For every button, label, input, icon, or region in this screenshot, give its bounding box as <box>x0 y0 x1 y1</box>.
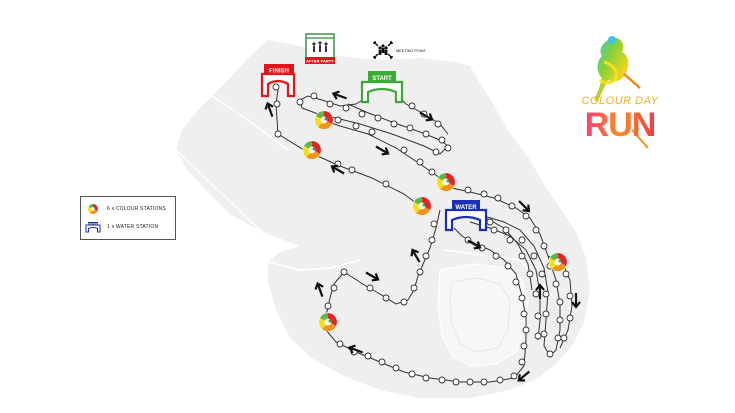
water-label: WATER <box>455 205 477 211</box>
legend-item-colour-stations: 6 x COLOUR STATIONS <box>85 203 166 215</box>
start-arch: START <box>360 71 404 104</box>
finish-arch: FINISH <box>260 64 296 98</box>
water-arch: WATER <box>444 200 488 232</box>
logo-line-2: RUN <box>585 106 656 144</box>
meeting-point-icon <box>373 41 393 59</box>
colour-station-2 <box>302 140 322 160</box>
legend-colour-stations-label: 6 x COLOUR STATIONS <box>107 206 166 212</box>
route-markers <box>272 83 574 386</box>
start-label: START <box>372 76 392 82</box>
colour-station-4 <box>412 196 432 216</box>
colour-station-3 <box>436 172 456 192</box>
colour-station-1 <box>314 110 334 130</box>
logo-line-1: COLOUR DAY <box>582 95 659 107</box>
colour-day-run-logo: COLOUR DAY RUN <box>582 36 659 149</box>
legend-item-water-station: WATER 1 x WATER STATION <box>85 221 158 233</box>
colour-station-icon <box>88 204 98 215</box>
meeting-point-label: MEETING POINT <box>396 49 427 53</box>
colour-station-6 <box>318 312 338 332</box>
legend-water-station-label: 1 x WATER STATION <box>107 224 159 230</box>
finish-label: FINISH <box>269 69 289 75</box>
water-icon-label: WATER <box>88 222 97 226</box>
map-legend: 6 x COLOUR STATIONS WATER 1 x WATER STAT… <box>80 196 176 240</box>
after-party-stage: AFTER PARTY <box>305 33 335 64</box>
after-party-label: AFTER PARTY <box>306 59 334 64</box>
meeting-point: MEETING POINT <box>373 41 427 59</box>
water-station-icon: WATER <box>85 222 101 233</box>
park-ground <box>175 40 590 398</box>
colour-station-5 <box>548 252 568 272</box>
